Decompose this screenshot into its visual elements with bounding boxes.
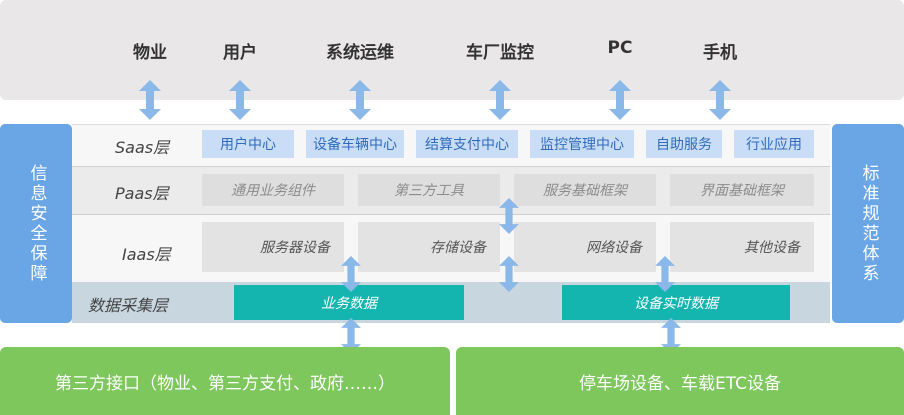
paas-service-framework: 服务基础框架 xyxy=(514,174,656,206)
double-arrow-icon xyxy=(655,256,675,292)
double-arrow-icon xyxy=(489,80,511,120)
double-arrow-icon xyxy=(229,80,251,120)
double-arrow-icon xyxy=(341,318,361,354)
device-source: 停车场设备、车载ETC设备 xyxy=(456,347,904,415)
security-pillar: 信息安全保障 xyxy=(0,124,72,323)
double-arrow-icon xyxy=(499,198,519,234)
iaas-other-devices: 其他设备 xyxy=(670,222,814,272)
paas-third-party-tools: 第三方工具 xyxy=(358,174,500,206)
standards-pillar: 标准规范体系 xyxy=(832,124,904,323)
user-ops: 系统运维 xyxy=(326,43,394,63)
device-realtime-data-box: 设备实时数据 xyxy=(562,285,790,320)
double-arrow-icon xyxy=(341,256,361,292)
business-data-box: 业务数据 xyxy=(234,285,464,320)
paas-ui-framework: 界面基础框架 xyxy=(670,174,814,206)
paas-label: Paas层 xyxy=(115,184,169,203)
third-party-interface-source: 第三方接口（物业、第三方支付、政府……） xyxy=(0,347,450,415)
double-arrow-icon xyxy=(709,80,731,120)
iaas-network-devices: 网络设备 xyxy=(514,222,656,272)
user-property: 物业 xyxy=(133,43,167,63)
collect-label: 数据采集层 xyxy=(88,296,169,315)
double-arrow-icon xyxy=(609,80,631,120)
iaas-label: Iaas层 xyxy=(122,245,171,264)
double-arrow-icon xyxy=(661,318,681,354)
saas-industry-app: 行业应用 xyxy=(734,130,814,158)
saas-label: Saas层 xyxy=(115,138,170,157)
double-arrow-icon xyxy=(499,256,519,292)
user-oem-monitor: 车厂监控 xyxy=(466,43,534,63)
double-arrow-icon xyxy=(139,80,161,120)
saas-device-vehicle-center: 设备车辆中心 xyxy=(306,130,404,158)
iaas-storage-devices: 存储设备 xyxy=(358,222,500,272)
saas-settlement-center: 结算支付中心 xyxy=(416,130,518,158)
saas-self-service: 自助服务 xyxy=(646,130,722,158)
saas-monitor-center: 监控管理中心 xyxy=(530,130,634,158)
double-arrow-icon xyxy=(349,80,371,120)
user-mobile: 手机 xyxy=(703,43,737,63)
user-user: 用户 xyxy=(223,43,257,63)
saas-user-center: 用户中心 xyxy=(202,130,294,158)
paas-common-components: 通用业务组件 xyxy=(202,174,344,206)
user-pc: PC xyxy=(607,38,633,58)
iaas-server-devices: 服务器设备 xyxy=(202,222,344,272)
